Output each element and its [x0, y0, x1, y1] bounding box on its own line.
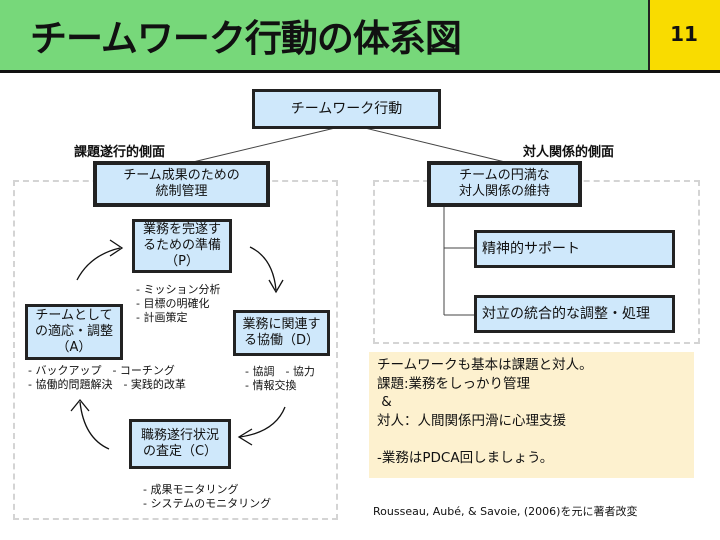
arrow-p-to-d-head [268, 279, 284, 294]
act-label: チームとして の適応・調整 （A） [34, 308, 113, 355]
arrow-d-to-c-head [237, 428, 253, 446]
root-node-teamwork: チームワーク行動 [252, 89, 441, 129]
root-node-label: チームワーク行動 [290, 101, 403, 117]
conflict-resolution-label: 対立の統合的な調整・処理 [482, 306, 650, 322]
arrow-c-to-a [79, 401, 110, 450]
check-node: 職務遂行状況 の査定（C） [129, 419, 231, 469]
root-to-task-line [192, 127, 336, 163]
do-items: - 協調 - 協力 - 情報交換 [245, 365, 315, 392]
slide-title: チームワーク行動の体系図 [30, 17, 462, 60]
mental-support-label: 精神的サポート [482, 241, 580, 257]
arrow-c-to-a-head [70, 398, 90, 412]
arrow-a-to-p-head [109, 239, 124, 257]
arrow-a-to-p [76, 247, 121, 281]
task-side-label: 課題遂行的側面 [74, 145, 166, 160]
interpersonal-side-label: 対人関係的側面 [523, 145, 615, 160]
title-bar [0, 0, 648, 70]
task-control-label: チーム成果のための 統制管理 [123, 168, 240, 199]
root-to-interpersonal-line [364, 127, 506, 163]
plan-node: 業務を完遂す るための準備 （P） [132, 219, 232, 273]
interpersonal-node: チームの円満な 対人関係の維持 [427, 161, 582, 207]
plan-label: 業務を完遂す るための準備 （P） [142, 222, 221, 269]
page-number-box [648, 0, 720, 70]
plan-items: - ミッション分析 - 目標の明確化 - 計画策定 [136, 283, 221, 324]
arrow-d-to-c [239, 406, 286, 438]
check-label: 職務遂行状況 の査定（C） [140, 428, 219, 459]
check-items: - 成果モニタリング - システムのモニタリング [143, 483, 272, 510]
header-divider [0, 70, 720, 73]
conflict-resolution-node: 対立の統合的な調整・処理 [474, 295, 675, 333]
act-items: - バックアップ - コーチング - 協働的問題解決 - 実践的改革 [28, 364, 186, 391]
act-node: チームとして の適応・調整 （A） [25, 304, 123, 360]
do-node: 業務に関連す る協働（D） [233, 310, 330, 356]
page-number: 11 [670, 22, 698, 46]
do-label: 業務に関連す る協働（D） [242, 317, 321, 348]
citation: Rousseau, Aubé, & Savoie, (2006)を元に著者改変 [373, 505, 638, 518]
interpersonal-node-label: チームの円満な 対人関係の維持 [458, 168, 550, 199]
task-control-node: チーム成果のための 統制管理 [93, 161, 270, 207]
mental-support-node: 精神的サポート [474, 230, 675, 268]
summary-note: チームワークも基本は課題と対人。 課題:業務をしっかり管理 & 対人：人間関係円… [369, 352, 694, 478]
arrow-p-to-d [249, 246, 277, 291]
